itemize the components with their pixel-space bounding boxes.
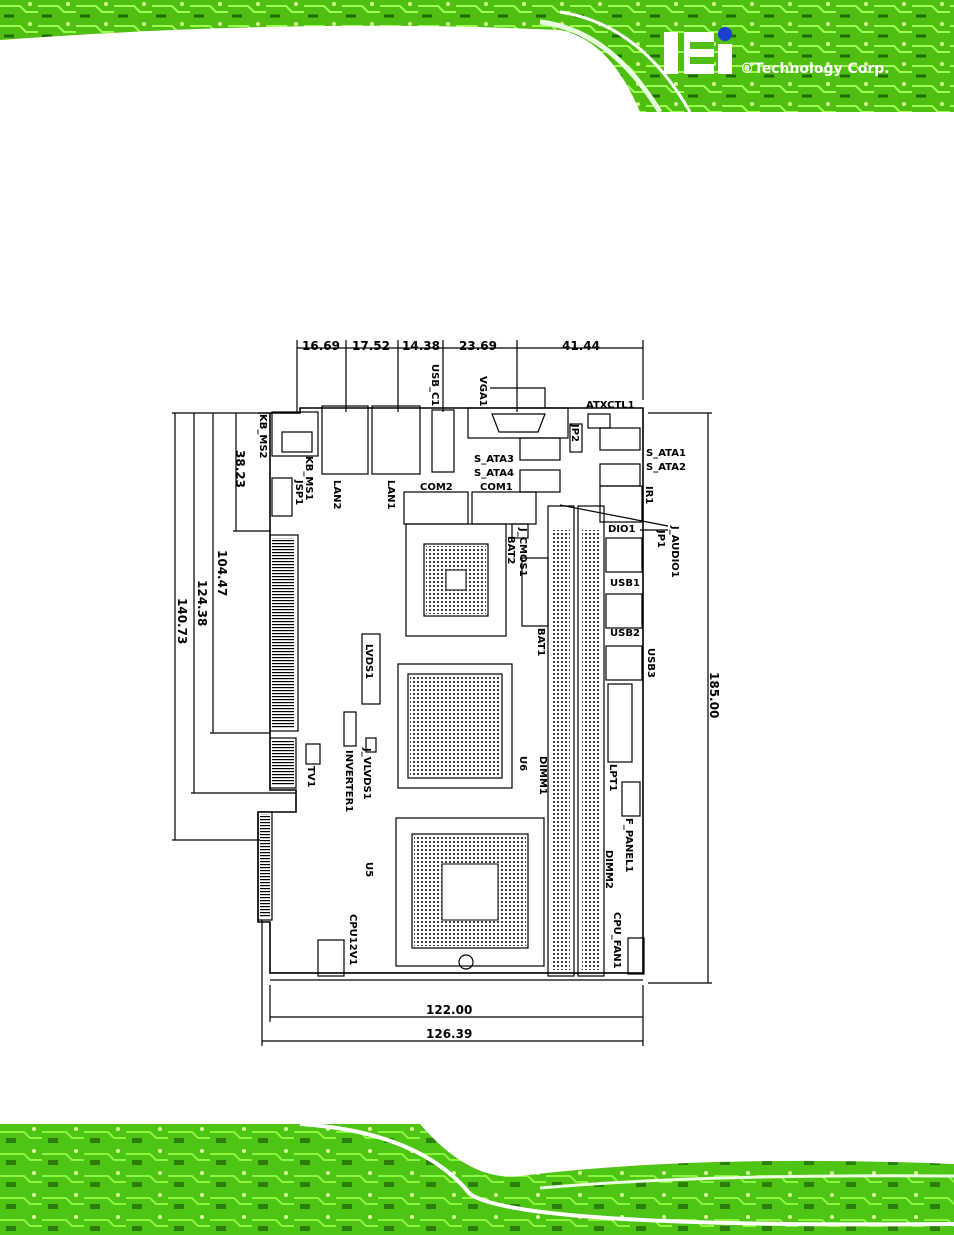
label-cpu12v1: CPU12V1 [347,914,358,965]
dim-left-3: 124.38 [195,580,209,626]
label-u6: U6 [517,756,528,771]
usb3-header [605,645,643,681]
bat2-battery [511,523,529,539]
label-tv1: TV1 [305,766,316,788]
label-usb-c1: USB_C1 [429,364,440,406]
header-white-swoosh [0,25,640,112]
label-lpt1: LPT1 [607,764,618,792]
dim-left-4: 140.73 [175,598,189,644]
board-outline [257,407,644,974]
logo-dot-icon [718,27,732,41]
atxctl1-header [587,413,611,429]
label-f-panel1: F_PANEL1 [623,818,634,873]
label-inverter1: INVERTER1 [343,750,354,812]
dim-bottom-1: 122.00 [426,1003,472,1017]
label-s-ata1: S_ATA1 [646,448,686,459]
brand-logo [664,27,732,74]
label-cpu-fan1: CPU_FAN1 [611,912,622,969]
dim-left-1: 38.23 [233,450,247,488]
vga1-connector [467,407,569,439]
label-dio1: DIO1 [608,524,636,535]
jp2-jumper [569,423,583,453]
label-s-ata4: S_ATA4 [474,468,514,479]
com1-header [471,491,537,525]
label-j-cmos1: J_CMOS1 [517,527,528,577]
u5-cpu-socket [395,817,545,967]
pci-edge-upper [269,534,299,732]
jsp1-header [271,477,293,517]
dim-top-1: 16.69 [302,339,340,353]
dim-right: 185.00 [707,672,721,718]
label-s-ata3: S_ATA3 [474,454,514,465]
label-jp2: JP2 [569,423,580,442]
s-ata4-connector [519,469,561,493]
label-vga1: VGA1 [477,376,488,407]
label-dimm1: DIMM1 [537,756,548,795]
label-lan1: LAN1 [385,480,396,509]
label-usb3: USB3 [645,648,656,678]
u6-chip [397,663,513,789]
s-ata3-connector [519,437,561,461]
dim-top-5: 41.44 [562,339,600,353]
footer-banner [0,1124,954,1235]
label-u5: U5 [363,862,374,877]
usb2-header [605,593,643,629]
top-chip [405,523,507,637]
com2-header [403,491,469,525]
usb-c1-connector [431,409,455,473]
label-kb-ms2: KB_MS2 [257,414,268,459]
pci-edge-lower [269,737,297,789]
dim-top-2: 17.52 [352,339,390,353]
pci-edge-bottom [257,811,273,921]
label-jsp1: JSP1 [293,479,304,505]
dimm2-slot [577,505,605,977]
dim-bottom-2: 126.39 [426,1027,472,1041]
label-ir1: IR1 [643,486,654,504]
dim-top-4: 23.69 [459,339,497,353]
f-panel1-header [621,781,641,817]
ir1-header [599,485,643,523]
header-banner: ®Technology Corp. [0,0,954,112]
label-com1: COM1 [480,482,513,493]
kb-ms2-connector [271,411,319,457]
cpu12v1-connector [317,939,345,977]
label-j-audio1: J_AUDIO1 [669,525,680,578]
lvds1-connector [361,633,381,705]
s-ata2-connector [599,463,641,487]
footer-white-swoosh [0,1124,954,1177]
label-lvds1: LVDS1 [363,644,374,679]
label-s-ata2: S_ATA2 [646,462,686,473]
dim-top-3: 14.38 [402,339,440,353]
lan1-connector [371,405,421,475]
lpt1-header [607,683,633,763]
tv1-header [305,743,321,765]
label-jp1: JP1 [655,529,666,548]
label-dimm2: DIMM2 [603,850,614,889]
inverter1-header [343,711,357,747]
usb1-header [605,537,643,573]
label-j-vlvds1: J_VLVDS1 [361,747,372,800]
j-vlvds1-jumper [365,737,377,753]
label-bat2: BAT2 [505,536,516,564]
brand-text: ®Technology Corp. [740,61,890,77]
lan2-connector [321,405,369,475]
dimm1-slot [547,505,575,977]
cpu-fan1-header [627,937,645,975]
label-com2: COM2 [420,482,453,493]
label-usb2: USB2 [610,628,640,639]
s-ata1-connector [599,427,641,451]
label-usb1: USB1 [610,578,640,589]
dim-left-2: 104.47 [215,550,229,596]
label-kb-ms1: KB_MS1 [303,456,314,501]
label-bat1: BAT1 [535,628,546,656]
label-atxctl1: ATXCTL1 [586,400,635,411]
label-lan2: LAN2 [331,480,342,509]
